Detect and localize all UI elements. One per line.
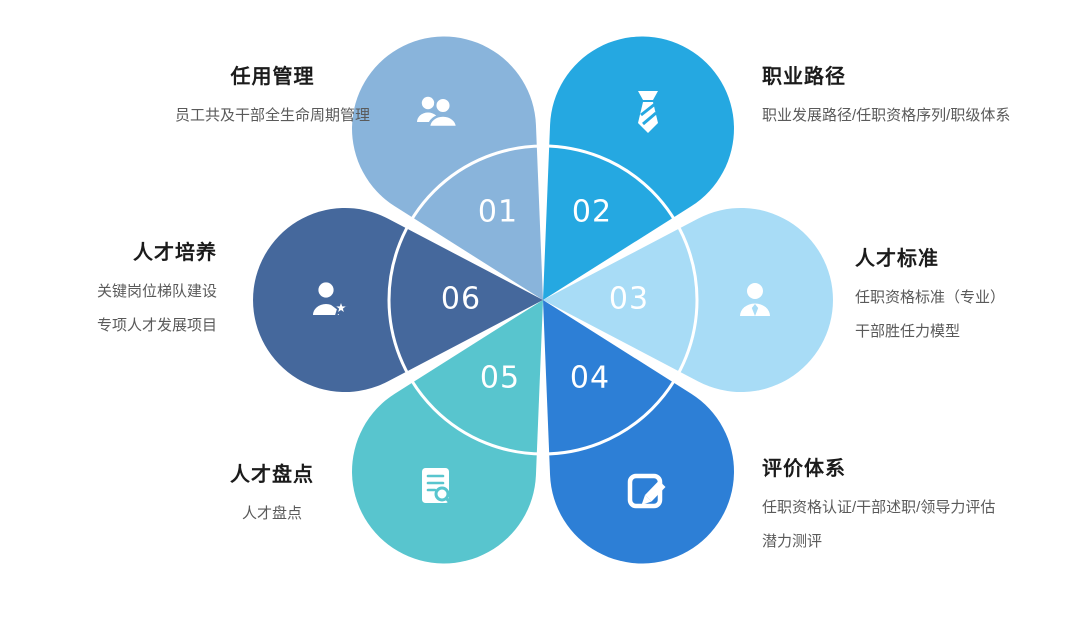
petal-desc-line: 专项人才发展项目 bbox=[96, 317, 217, 334]
petal-desc-line: 人才盘点 bbox=[241, 505, 302, 522]
petal-desc-line: 任职资格认证/干部述职/领导力评估 bbox=[762, 499, 996, 516]
petal-desc-line: 关键岗位梯队建设 bbox=[96, 283, 217, 300]
petal-title-02: 职业路径 bbox=[762, 66, 846, 88]
petal-05 bbox=[352, 300, 543, 564]
petal-04 bbox=[543, 300, 734, 564]
center-ring bbox=[387, 144, 699, 456]
petal-06 bbox=[253, 208, 543, 392]
edit-icon bbox=[627, 473, 666, 509]
petal-desc-line: 任职资格标准（专业） bbox=[855, 289, 1006, 306]
petal-03 bbox=[543, 208, 833, 392]
petal-label-05: 人才盘点 人才盘点 bbox=[172, 458, 372, 531]
document-search-icon bbox=[422, 468, 455, 507]
petal-title-04: 评价体系 bbox=[762, 458, 846, 480]
petal-desc-line: 干部胜任力模型 bbox=[855, 323, 961, 340]
petal-02 bbox=[543, 36, 734, 300]
petal-title-03: 人才标准 bbox=[855, 248, 939, 270]
petal-title-05: 人才盘点 bbox=[230, 464, 314, 486]
petal-title-01: 任用管理 bbox=[230, 66, 315, 88]
petal-title-06: 人才培养 bbox=[133, 242, 217, 264]
petal-01 bbox=[352, 36, 543, 300]
petal-desc-line: 潜力测评 bbox=[762, 533, 823, 550]
petal-desc-line: 职业发展路径/任职资格序列/职级体系 bbox=[762, 107, 1011, 124]
petal-number-06: 06 bbox=[441, 282, 481, 317]
petal-label-02: 职业路径 职业发展路径/任职资格序列/职级体系 bbox=[762, 60, 1074, 133]
petal-label-01: 任用管理 员工共及干部全生命周期管理 bbox=[140, 60, 405, 133]
users-icon bbox=[417, 96, 459, 129]
user-icon bbox=[740, 283, 770, 316]
petal-number-01: 01 bbox=[478, 195, 518, 230]
petal-number-05: 05 bbox=[480, 361, 520, 396]
petal-number-02: 02 bbox=[572, 195, 612, 230]
petal-label-03: 人才标准 任职资格标准（专业） 干部胜任力模型 bbox=[855, 242, 1075, 349]
petal-number-04: 04 bbox=[570, 361, 610, 396]
petal-label-04: 评价体系 任职资格认证/干部述职/领导力评估 潜力测评 bbox=[762, 452, 1081, 559]
petal-desc-line: 员工共及干部全生命周期管理 bbox=[174, 107, 370, 124]
petal-label-06: 人才培养 关键岗位梯队建设 专项人才发展项目 bbox=[5, 236, 217, 343]
petal-number-03: 03 bbox=[609, 282, 649, 317]
user-star-icon bbox=[313, 282, 352, 317]
necktie-icon bbox=[638, 91, 658, 133]
